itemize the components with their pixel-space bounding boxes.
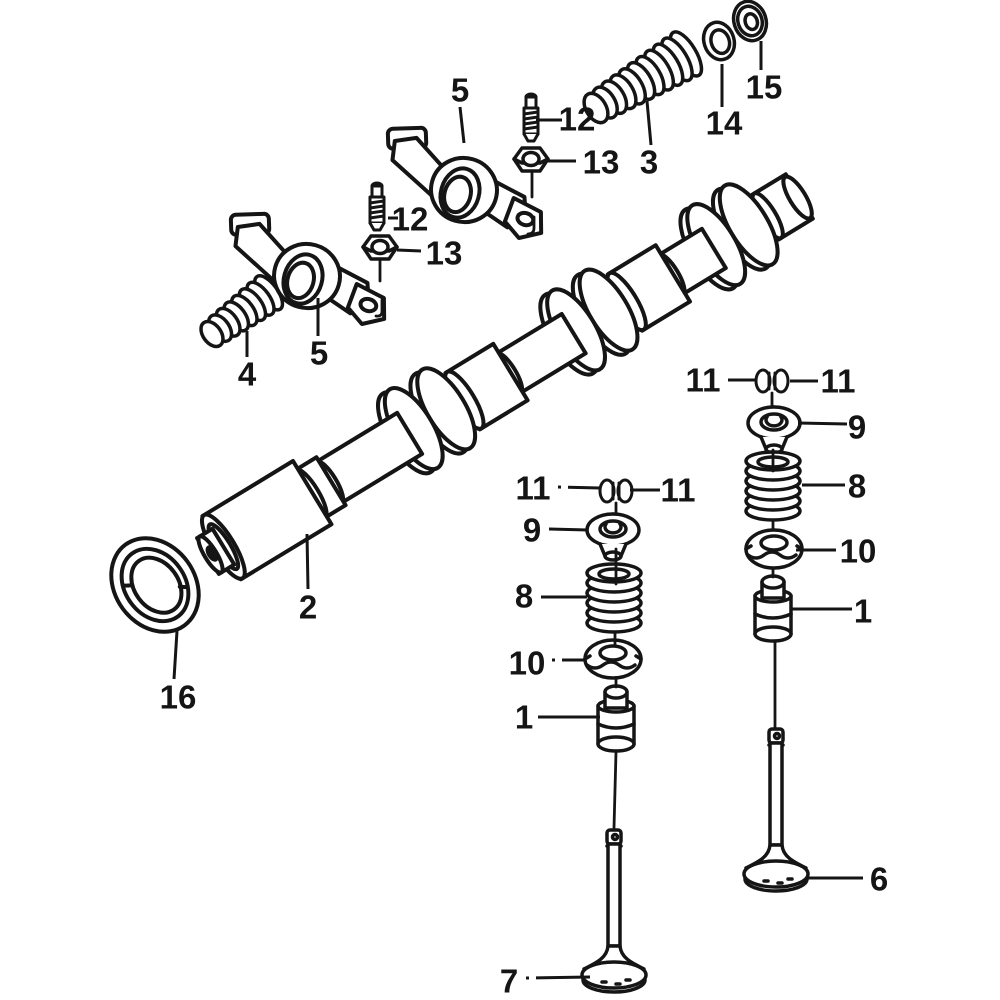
callout-label-2: 2: [299, 589, 317, 626]
valve-lifter-1-mid: [596, 684, 636, 753]
adjusting-screw-12-top: [522, 92, 540, 143]
callout-label-13: 13: [426, 235, 463, 272]
callout-leader-11: [557, 485, 601, 490]
callout-label-3: 3: [640, 144, 658, 181]
callout-label-11: 11: [516, 470, 551, 507]
callout-leader-2: [305, 533, 310, 590]
callout-label-13: 13: [583, 144, 620, 181]
callout-label-16: 16: [160, 679, 197, 716]
callout-label-9: 9: [523, 512, 541, 549]
valve-6: [742, 727, 810, 893]
callout-label-15: 15: [746, 69, 783, 106]
callout-label-7: 7: [500, 963, 518, 1000]
callout-label-5: 5: [451, 72, 469, 109]
callout-label-11: 11: [686, 362, 721, 399]
callout-leader-16: [172, 630, 179, 680]
callout-label-11: 11: [821, 363, 856, 400]
callout-label-6: 6: [870, 861, 888, 898]
valve-seal-10-right: [744, 528, 804, 570]
camshaft: [195, 172, 815, 582]
valve-spring-8-mid: [585, 562, 643, 634]
callout-leader-9: [548, 527, 589, 532]
callout-leader-7: [525, 975, 591, 980]
valve-seal-10-mid: [583, 638, 643, 680]
assembly-axis-lines: [374, 171, 777, 830]
spring-retainer-9-mid: [585, 512, 641, 562]
callout-label-14: 14: [706, 105, 743, 142]
callout-label-12: 12: [559, 101, 596, 138]
valve-keepers-11-right: [754, 368, 790, 394]
callout-label-5: 5: [310, 335, 328, 372]
coil-spring-3: [582, 30, 704, 125]
callout-leader-9: [797, 421, 848, 426]
adjusting-nut-13-left: [361, 234, 399, 261]
coil-spring-4: [199, 274, 285, 349]
adjusting-screw-12-left: [368, 181, 386, 232]
washer-ring-15: [731, 0, 769, 43]
callout-label-1: 1: [854, 593, 872, 630]
callout-label-9: 9: [848, 409, 866, 446]
callout-label-10: 10: [840, 533, 877, 570]
callout-label-8: 8: [515, 578, 533, 615]
callout-leader-5: [458, 106, 466, 144]
callout-label-8: 8: [848, 468, 866, 505]
callout-label-10: 10: [509, 645, 546, 682]
adjusting-nut-13-top: [512, 146, 550, 173]
valve-keepers-11-mid: [598, 478, 634, 504]
callout-label-1: 1: [515, 699, 533, 736]
camshaft-oil-seal: [109, 536, 201, 634]
callout-label-4: 4: [238, 356, 257, 393]
washer-ring-14: [701, 20, 737, 62]
callout-label-12: 12: [392, 201, 429, 238]
callout-leader-3: [645, 100, 653, 146]
callout-leader-13: [396, 248, 422, 253]
valve-lifter-1-right: [753, 574, 793, 643]
callout-label-11: 11: [661, 472, 696, 509]
valve-7: [580, 828, 648, 994]
spring-retainer-9-right: [746, 405, 802, 455]
